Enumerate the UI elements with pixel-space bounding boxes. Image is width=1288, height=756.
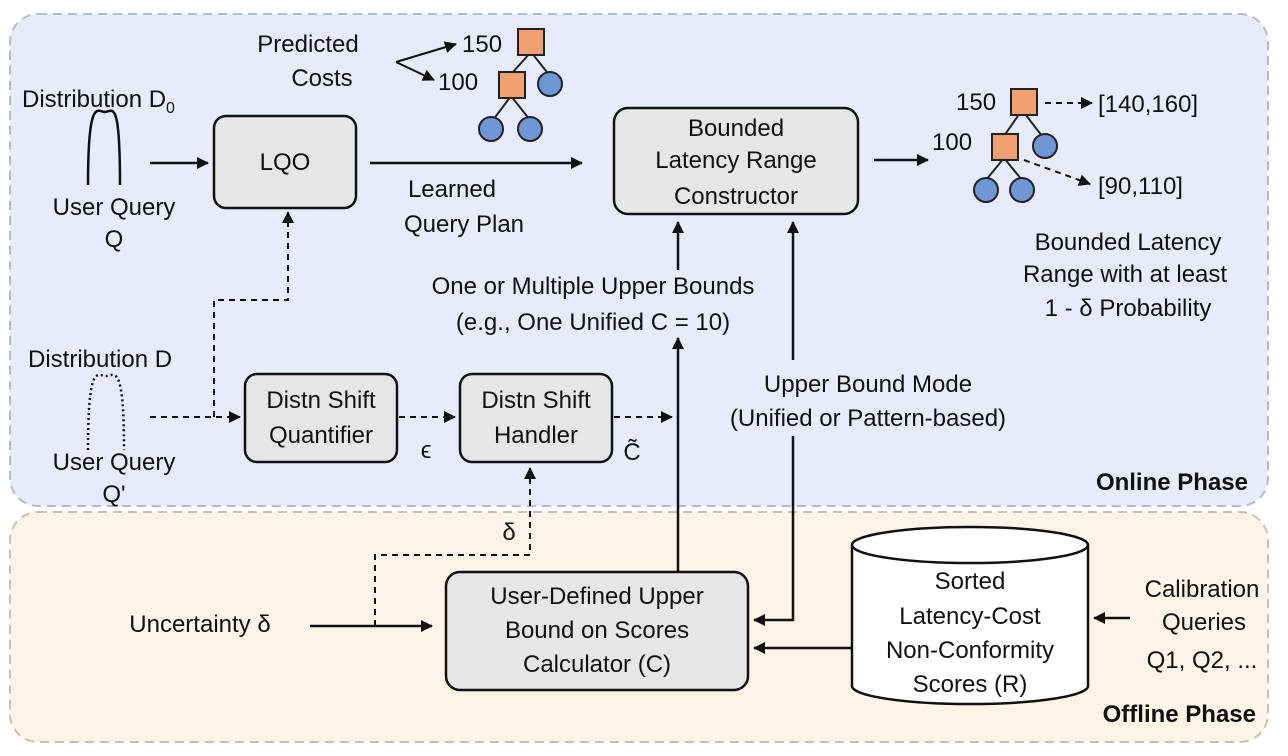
upper-bound-calculator-box	[444, 570, 750, 692]
quantifier-label: Distn Shift	[266, 387, 376, 414]
predicted-arrow-150	[395, 41, 457, 63]
output-cost-150-label: 150	[956, 89, 996, 116]
scores-database	[850, 525, 1090, 706]
latency-range-constructor-box	[612, 106, 860, 216]
learned-plan-label: Learned	[408, 176, 496, 203]
plan-node-100-square	[498, 71, 526, 99]
scores-label-2: Latency-Cost	[899, 603, 1041, 630]
scores-label-4: Scores (R)	[913, 671, 1028, 698]
epsilon-label: ϵ	[421, 437, 432, 464]
calculator-label-3: Calculator (C)	[523, 651, 671, 678]
lqo-label: LQO	[260, 149, 311, 176]
output-leaf-circle	[1032, 133, 1058, 159]
cost-150-label: 150	[462, 31, 502, 58]
output-leaf-circle	[973, 177, 999, 203]
c-tilde-label: C̃	[623, 439, 640, 466]
offline-phase-label: Offline Phase	[1103, 701, 1256, 728]
distribution-d0-subscript: 0	[166, 100, 175, 117]
online-phase-panel	[9, 13, 1269, 507]
constructor-label-3: Constructor	[674, 183, 798, 210]
scores-label-3: Non-Conformity	[886, 637, 1054, 664]
upper-bound-mode-label-2: (Unified or Pattern-based)	[730, 405, 1006, 432]
cost-100-label: 100	[438, 69, 478, 96]
range-upper-label: [140,160]	[1098, 91, 1198, 118]
plan-leaf-circle	[478, 116, 504, 142]
calibration-label: Calibration	[1145, 576, 1260, 603]
result-label-2: Range with at least	[1023, 261, 1227, 288]
distn-shift-quantifier-box	[243, 372, 399, 464]
user-query-q-label: User Query	[53, 194, 176, 221]
online-phase-label: Online Phase	[1096, 469, 1248, 496]
predicted-costs-label: Predicted	[257, 31, 358, 58]
result-label: Bounded Latency	[1035, 229, 1222, 256]
range-lower-label: [90,110]	[1098, 173, 1183, 200]
plan-node-150-square	[517, 28, 545, 56]
predicted-arrow-100	[395, 61, 435, 81]
arrow-query-prime-to-lqo	[213, 211, 294, 417]
input-plan-tree	[478, 28, 563, 142]
predicted-costs-label-2: Costs	[291, 65, 352, 92]
handler-label: Distn Shift	[481, 387, 591, 414]
output-leaf-circle	[1009, 177, 1035, 203]
plan-leaf-circle	[517, 116, 543, 142]
uncertainty-label: Uncertainty δ	[129, 611, 270, 638]
distribution-d0-curve	[86, 109, 122, 186]
distribution-d0-label: Distribution D0	[22, 86, 175, 117]
calibration-label-2: Queries	[1162, 609, 1246, 636]
delta-label: δ	[502, 519, 515, 546]
calculator-label: User-Defined Upper	[490, 583, 703, 610]
upper-bound-mode-label: Upper Bound Mode	[764, 371, 972, 398]
output-cost-100-label: 100	[932, 129, 972, 156]
result-label-3: 1 - δ Probability	[1045, 295, 1212, 322]
constructor-label: Bounded	[688, 115, 784, 142]
output-plan-tree	[973, 88, 1058, 203]
distribution-d-label: Distribution D	[28, 346, 172, 373]
handler-label-2: Handler	[494, 422, 578, 449]
calculator-label-2: Bound on Scores	[505, 617, 689, 644]
output-node-150-square	[1010, 88, 1038, 116]
arrow-uncertainty-to-handler	[374, 467, 536, 626]
calibration-label-3: Q1, Q2, ...	[1147, 647, 1258, 674]
output-node-100-square	[991, 133, 1019, 161]
quantifier-label-2: Quantifier	[269, 422, 373, 449]
user-query-q-symbol: Q	[105, 226, 124, 253]
upper-bounds-label: One or Multiple Upper Bounds	[432, 273, 755, 300]
arrow-mode-to-calculator	[753, 436, 795, 626]
arrow-range-lower	[1023, 159, 1091, 186]
plan-leaf-circle	[537, 71, 563, 97]
user-query-q-prime-label: User Query	[53, 449, 176, 476]
lqo-box	[212, 114, 358, 210]
user-query-q-prime-symbol: Q'	[102, 481, 125, 508]
upper-bounds-label-2: (e.g., One Unified C = 10)	[456, 309, 730, 336]
constructor-label-2: Latency Range	[655, 147, 816, 174]
learned-plan-label-2: Query Plan	[404, 211, 524, 238]
distribution-d-curve	[86, 373, 126, 451]
distn-shift-handler-box	[458, 372, 614, 464]
scores-label: Sorted	[935, 568, 1006, 595]
